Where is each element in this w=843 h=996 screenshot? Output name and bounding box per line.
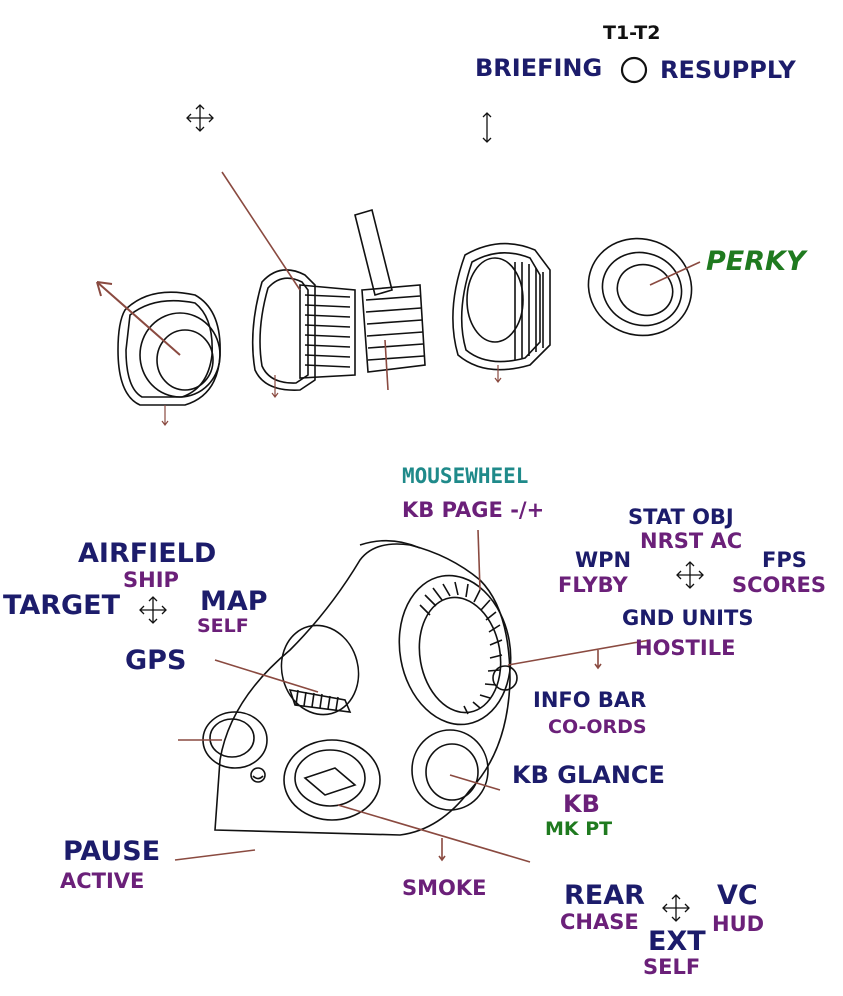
ext-label: EXT bbox=[648, 926, 706, 957]
airfield-label: AIRFIELD bbox=[78, 538, 217, 569]
top-leaders bbox=[96, 171, 701, 426]
left-cup-part bbox=[117, 291, 221, 406]
ship-label: SHIP bbox=[123, 568, 179, 592]
flyby-label: FLYBY bbox=[558, 573, 628, 597]
chase-label: CHASE bbox=[560, 910, 639, 934]
mousewheel-label: MOUSEWHEEL bbox=[402, 464, 529, 488]
resupply-label: RESUPPLY bbox=[660, 56, 796, 84]
ridged-cup-part bbox=[452, 242, 551, 371]
briefing-label: BRIEFING bbox=[475, 54, 603, 82]
stat-obj-label: STAT OBJ bbox=[628, 505, 734, 529]
bottom-leaders bbox=[174, 529, 651, 863]
gps-label: GPS bbox=[125, 645, 187, 676]
pause-label: PAUSE bbox=[63, 836, 161, 867]
fps-label: FPS bbox=[762, 548, 807, 572]
wpn-label: WPN bbox=[575, 548, 632, 572]
nrst-ac-label: NRST AC bbox=[640, 529, 743, 553]
gnd-units-label: GND UNITS bbox=[622, 606, 754, 630]
map-label: MAP bbox=[200, 586, 268, 617]
hostile-label: HOSTILE bbox=[635, 636, 736, 660]
circle-icon bbox=[620, 56, 648, 84]
self-ext-label: SELF bbox=[643, 955, 701, 979]
co-ords-label: CO-ORDS bbox=[548, 716, 647, 738]
top-mouse-sketch bbox=[117, 208, 693, 406]
kb-page-label: KB PAGE -/+ bbox=[402, 498, 545, 522]
four-way-arrow-icon bbox=[139, 596, 167, 624]
target-label: TARGET bbox=[3, 590, 121, 621]
vertical-double-arrow-icon bbox=[482, 112, 492, 143]
ribbed-wheel-part bbox=[251, 269, 356, 391]
top-header-label: T1-T2 bbox=[603, 22, 661, 44]
scores-label: SCORES bbox=[732, 573, 827, 597]
rear-label: REAR bbox=[564, 880, 645, 911]
kb-label: KB bbox=[563, 790, 600, 818]
bottom-mouse-sketch bbox=[202, 539, 518, 836]
active-label: ACTIVE bbox=[60, 869, 145, 893]
kb-glance-label: KB GLANCE bbox=[512, 761, 665, 789]
self-map-label: SELF bbox=[197, 615, 249, 637]
band-part bbox=[354, 208, 426, 373]
smoke-label: SMOKE bbox=[402, 876, 487, 900]
four-way-arrow-icon bbox=[662, 894, 690, 922]
info-bar-label: INFO BAR bbox=[533, 688, 647, 712]
vc-label: VC bbox=[717, 880, 758, 911]
disc-part bbox=[587, 237, 693, 337]
hud-label: HUD bbox=[712, 912, 765, 936]
perky-label: PERKY bbox=[706, 246, 806, 277]
four-way-arrow-icon bbox=[186, 104, 214, 132]
four-way-arrow-icon bbox=[676, 561, 704, 589]
mk-pt-label: MK PT bbox=[545, 818, 613, 840]
